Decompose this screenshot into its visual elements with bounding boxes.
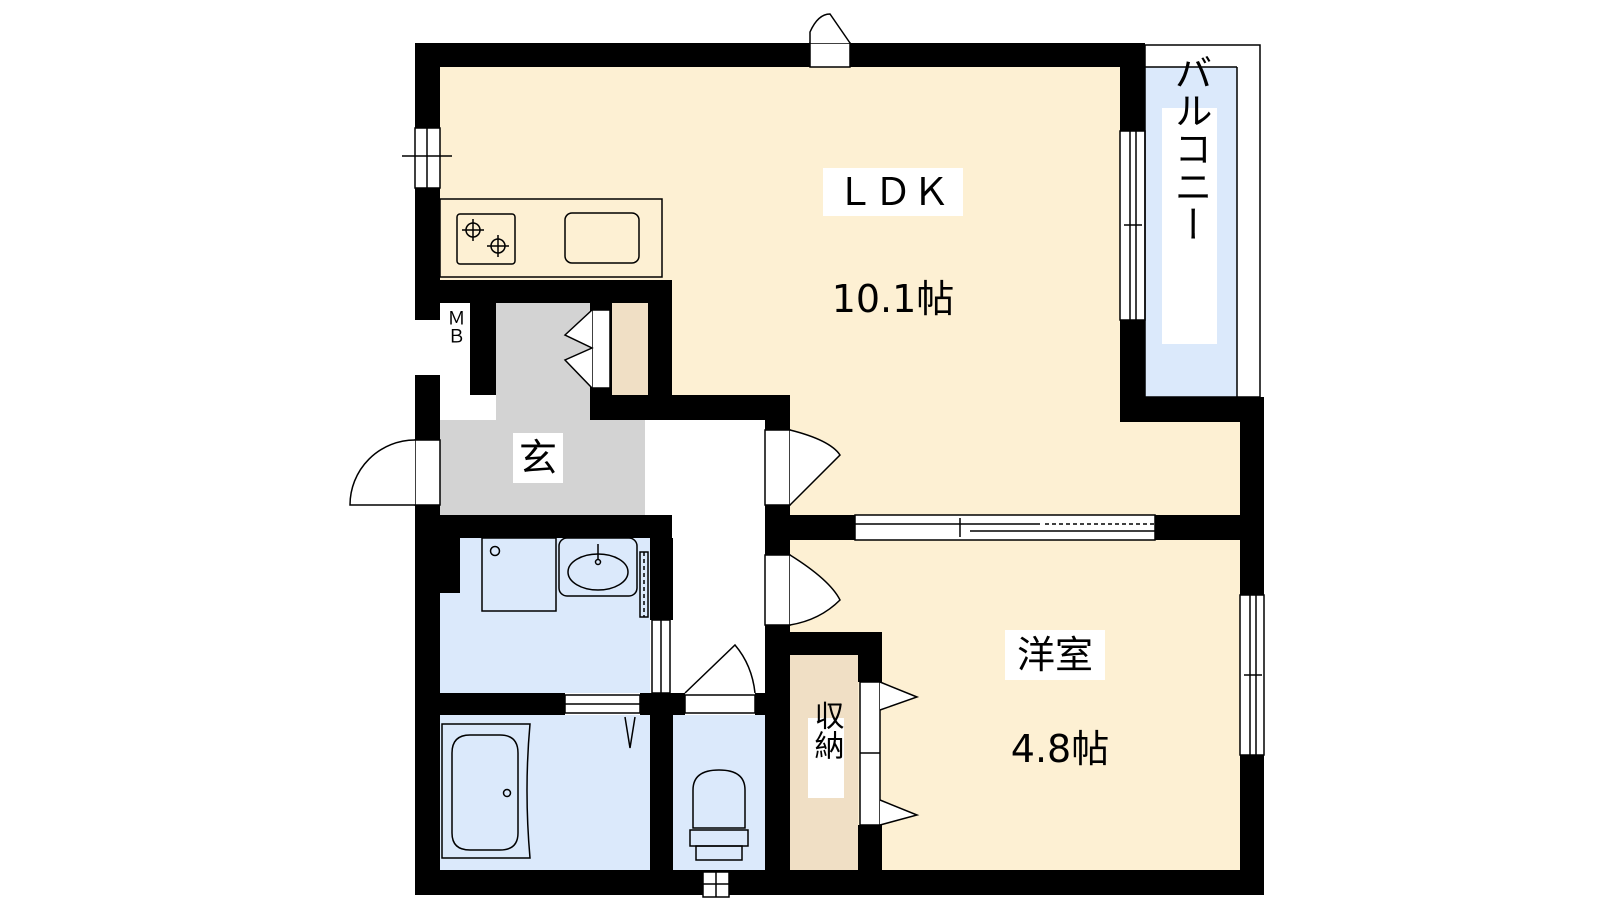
entrance-name: 玄 — [519, 436, 557, 480]
wall-bath-toilet — [650, 693, 673, 870]
washbasin-icon — [558, 537, 638, 597]
wall-balcony-upper — [1120, 43, 1145, 131]
western-room-area: 4.8帖 — [1011, 727, 1109, 771]
window-icon — [696, 870, 736, 898]
storage-name: 収納 — [809, 700, 845, 760]
wall-wash-pillar — [440, 538, 460, 593]
bathtub-icon — [441, 716, 636, 859]
ldk-area: 10.1帖 — [832, 277, 955, 321]
wall-entrance-bottom — [440, 515, 672, 538]
wall-balcony-bottom — [1120, 397, 1264, 422]
washroom-fixtures — [481, 537, 649, 618]
sliding-door-icon — [854, 514, 1156, 541]
door-swing-icon — [684, 643, 756, 714]
wall-entrance-step — [590, 395, 790, 420]
balcony-name: バルコニー — [1168, 53, 1212, 243]
wall-right-bottom — [1240, 755, 1264, 895]
wall-ldk-divider-left — [790, 515, 855, 540]
ldk-label-bg — [823, 168, 963, 216]
door-swing-icon — [764, 554, 841, 626]
kitchen-counter — [439, 198, 663, 278]
stove-icon — [456, 213, 516, 265]
wall-corridor-right-upper — [765, 400, 790, 430]
wall-toilet-top-right — [755, 693, 790, 715]
wall-left-mid — [415, 188, 440, 320]
room-labels: ＬＤＫ 10.1帖 洋室 4.8帖 玄 バルコニー 収納 ＭＢ — [445, 53, 1217, 798]
wall-mb-right — [470, 303, 496, 395]
door-swing-icon — [809, 13, 851, 68]
wall-kitchen-side — [648, 280, 672, 400]
shoe-closet-floor — [612, 303, 648, 395]
balcony-railing — [1144, 44, 1261, 398]
storage-label-bg — [808, 718, 844, 798]
entrance-label-bg — [513, 433, 563, 483]
sink-icon — [564, 212, 640, 264]
balcony-label-bg — [1162, 108, 1217, 344]
window-icon — [1239, 594, 1265, 756]
wall-kitchen-bottom — [440, 280, 672, 303]
bathroom-floor — [440, 715, 650, 870]
windows — [402, 127, 1265, 898]
door-swing-icon — [563, 309, 611, 389]
window-icon — [651, 619, 671, 694]
meter-box-name: ＭＢ — [445, 309, 466, 345]
wall-wash-bath-left — [440, 693, 565, 715]
door-swing-icon — [859, 681, 920, 826]
washroom-floor — [440, 538, 650, 693]
door-swing-icon — [349, 439, 441, 506]
window-icon — [402, 127, 452, 189]
meter-box-floor — [440, 303, 470, 395]
wall-ldk-divider-right — [1155, 515, 1240, 540]
wall-storage-right-upper — [858, 632, 882, 682]
wall-left-mb — [415, 375, 440, 440]
doors — [349, 13, 920, 826]
window-icon — [564, 694, 641, 714]
wall-top-right — [850, 43, 1145, 67]
wall-right-lower — [1240, 400, 1264, 595]
wall-left-upper — [415, 43, 440, 128]
western-room-label-bg — [1005, 630, 1105, 680]
wall-wash-right — [650, 538, 673, 620]
toilet-icon — [689, 769, 749, 861]
door-swing-icon — [764, 429, 841, 506]
wall-left-lower — [415, 505, 440, 895]
washing-machine-pan — [481, 537, 557, 612]
western-room-name: 洋室 — [1017, 633, 1093, 677]
wall-corridor-right-lower — [765, 625, 790, 870]
window-icon — [1119, 130, 1146, 321]
ldk-room-name: ＬＤＫ — [836, 170, 950, 214]
wall-bottom — [415, 870, 1260, 895]
wall-corridor-right-mid — [765, 505, 790, 555]
wall-top-left — [415, 43, 810, 67]
wall-storage-right-lower — [858, 825, 882, 870]
ldk-floor — [440, 67, 1240, 515]
toilet-floor — [673, 715, 765, 870]
entrance-floor — [440, 303, 645, 515]
